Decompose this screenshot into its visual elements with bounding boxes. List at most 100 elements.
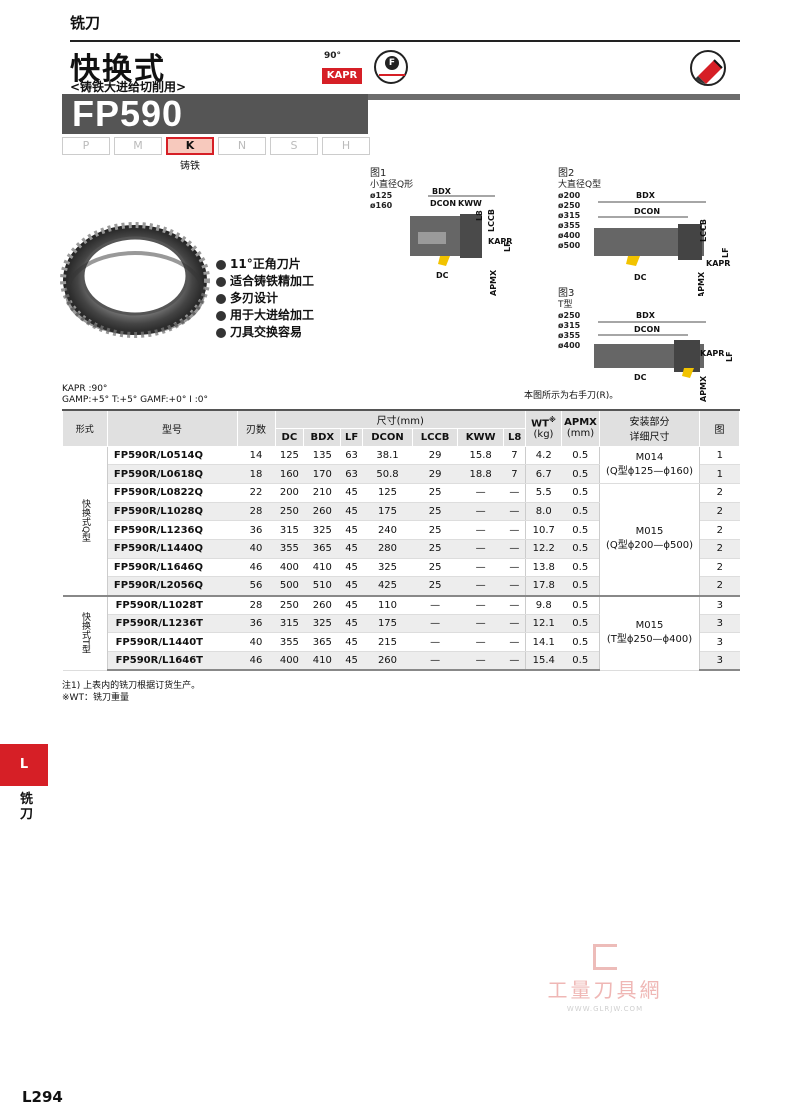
col-teeth: 刃数	[236, 409, 276, 447]
svg-text:APMX: APMX	[489, 269, 498, 296]
cell-l8: —	[503, 502, 526, 522]
note-line: 注1) 上表内的铣刀根据订货生产。	[62, 681, 201, 691]
cell-fig: 3	[699, 614, 740, 634]
cell-wt: 5.5	[525, 483, 562, 503]
col-dims: 尺寸(mm)	[274, 409, 526, 429]
cell-dc: 250	[275, 594, 304, 615]
figure-2-title: 图2	[558, 168, 575, 179]
col-lf: LF	[340, 427, 363, 447]
feature-text: 刀具交换容易	[230, 325, 303, 339]
side-tab[interactable]: L	[0, 744, 48, 786]
side-tab-label: 铣刀	[20, 792, 34, 822]
feature-item: 适合铸铁精加工	[216, 273, 314, 290]
cell-wt: 8.0	[525, 502, 562, 522]
section-label: 铣刀	[70, 14, 101, 32]
cell-bdx: 325	[303, 520, 341, 540]
feature-list: 11°正角刀片适合铸铁精加工多刃设计用于大进给加工刀具交换容易	[216, 256, 314, 341]
cell-dcon: 425	[362, 576, 413, 596]
bullet-icon	[216, 310, 226, 321]
cell-apmx: 0.5	[561, 483, 600, 503]
feature-text: 多刃设计	[230, 291, 279, 305]
cell-dc: 250	[275, 502, 304, 522]
bullet-icon	[216, 327, 226, 338]
cell-dcon: 240	[362, 520, 413, 540]
cell-kww: —	[457, 594, 504, 615]
cell-dcon: 325	[362, 558, 413, 578]
notes: 注1) 上表内的铣刀根据订货生产。※WT：铣刀重量	[62, 680, 200, 704]
figure-diameter: ø250	[558, 311, 581, 320]
cell-lf: 45	[340, 594, 363, 615]
material-m: M	[114, 137, 162, 155]
cell-kww: —	[457, 502, 504, 522]
figure-note: 本图所示为右手刀(R)。	[524, 391, 619, 401]
f-badge-label: F	[385, 56, 399, 70]
cell-teeth: 28	[237, 594, 275, 615]
product-photo	[60, 208, 210, 348]
cell-lccb: 29	[412, 464, 458, 484]
cell-fig: 1	[699, 446, 740, 466]
cell-wt: 17.8	[525, 576, 562, 596]
cell-wt: 14.1	[525, 632, 562, 653]
cell-apmx: 0.5	[561, 502, 600, 522]
cell-lccb: —	[412, 632, 458, 653]
svg-text:DC: DC	[634, 373, 647, 382]
bullet-icon	[216, 276, 226, 287]
cell-lf: 45	[340, 632, 363, 653]
mount-code: M015	[635, 526, 664, 538]
feature-text: 11°正角刀片	[230, 257, 301, 271]
svg-text:APMX: APMX	[699, 375, 708, 402]
svg-text:L8: L8	[475, 210, 484, 221]
mount-range: (T型ϕ250—ϕ400)	[606, 634, 693, 646]
cell-wt: 9.8	[525, 594, 562, 615]
cell-teeth: 18	[237, 464, 275, 484]
cell-kww: 15.8	[457, 446, 504, 466]
cell-dc: 500	[275, 576, 304, 596]
svg-text:APMX: APMX	[697, 271, 706, 296]
cell-l8: —	[503, 520, 526, 540]
cell-bdx: 510	[303, 576, 341, 596]
cell-apmx: 0.5	[561, 576, 600, 596]
figure-diameter: ø250	[558, 201, 581, 210]
cell-lf: 45	[340, 576, 363, 596]
cell-wt: 13.8	[525, 558, 562, 578]
cell-model: FP590R/L1440Q	[107, 539, 237, 559]
cell-teeth: 56	[237, 576, 275, 596]
kapr-deg: 90°	[324, 51, 342, 61]
cell-l8: —	[503, 594, 526, 615]
svg-text:DC: DC	[436, 271, 449, 280]
cell-model: FP590R/L1028T	[107, 594, 237, 615]
cell-dc: 200	[275, 483, 304, 503]
figure-3-drawing: BDX DCON DC KAPR LF APMX	[594, 311, 734, 402]
figure-3-title: 图3	[558, 288, 575, 299]
svg-text:LF: LF	[503, 241, 512, 252]
svg-text:BDX: BDX	[432, 187, 452, 196]
cell-kww: —	[457, 558, 504, 578]
angle-line-2: GAMP:+5° T:+5° GAMF:+0° I :0°	[62, 395, 208, 405]
cell-wt: 12.1	[525, 614, 562, 634]
cell-lccb: 25	[412, 483, 458, 503]
cell-model: FP590R/L1028Q	[107, 502, 237, 522]
cell-bdx: 170	[303, 464, 341, 484]
cell-dc: 315	[275, 520, 304, 540]
cell-lccb: 25	[412, 539, 458, 559]
cell-dcon: 125	[362, 483, 413, 503]
cell-teeth: 14	[237, 446, 275, 466]
cell-dc: 400	[275, 651, 304, 672]
cell-model: FP590R/L1236T	[107, 614, 237, 634]
figure-diameter: ø355	[558, 221, 581, 230]
angle-line-1: KAPR :90°	[62, 384, 108, 394]
bullet-icon	[216, 259, 226, 270]
cell-fig: 2	[699, 539, 740, 559]
cell-apmx: 0.5	[561, 614, 600, 634]
cell-kww: —	[457, 539, 504, 559]
cell-l8: 7	[503, 464, 526, 484]
